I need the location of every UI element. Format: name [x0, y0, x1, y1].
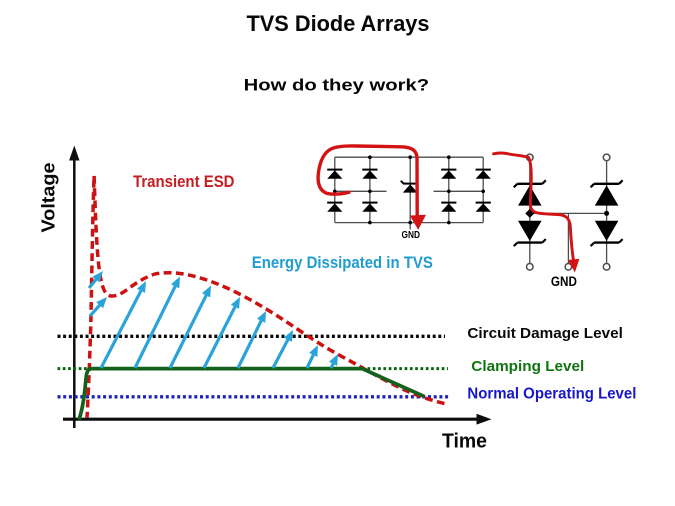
svg-text:Transient ESD: Transient ESD: [133, 172, 235, 191]
svg-text:TVS Diode Arrays: TVS Diode Arrays: [247, 11, 430, 36]
svg-text:Clamping Level: Clamping Level: [471, 358, 584, 375]
svg-text:How do they work?: How do they work?: [244, 77, 430, 95]
svg-text:GND: GND: [402, 230, 421, 241]
svg-text:Voltage: Voltage: [37, 163, 58, 233]
svg-text:Circuit Damage Level: Circuit Damage Level: [467, 326, 623, 342]
svg-text:Time: Time: [442, 431, 487, 453]
svg-text:Normal Operating Level: Normal Operating Level: [467, 385, 636, 402]
svg-text:GND: GND: [551, 274, 577, 289]
svg-text:Energy Dissipated in TVS: Energy Dissipated in TVS: [252, 253, 433, 272]
